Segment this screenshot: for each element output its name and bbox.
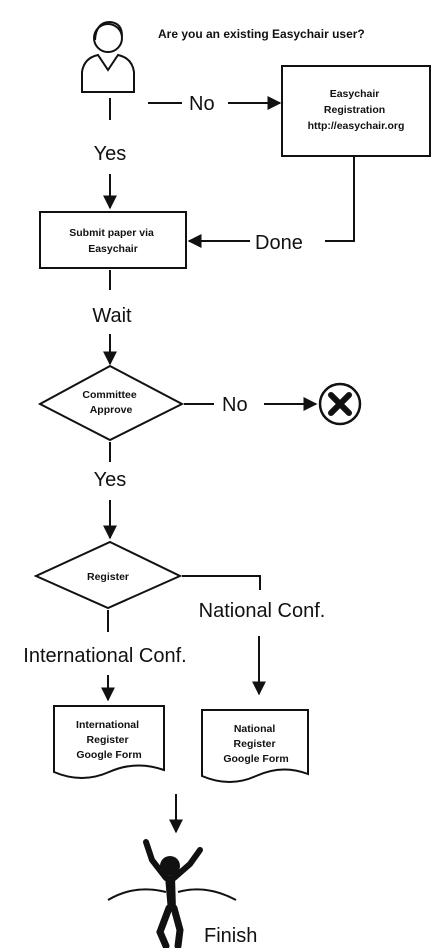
national-form-label: National Register Google Form <box>223 723 288 765</box>
reject-x-icon <box>318 382 362 426</box>
committee-line-1: Committee <box>82 389 136 401</box>
edge-label-international: International Conf. <box>23 645 186 667</box>
international-form-label: International Register Google Form <box>76 719 142 761</box>
edge-label-wait: Wait <box>92 305 132 327</box>
register-diamond <box>33 540 183 610</box>
edge-label-no: No <box>189 93 215 115</box>
register-label: Register <box>87 571 129 583</box>
user-icon <box>81 20 135 93</box>
international-form-line-1: International <box>76 719 139 731</box>
international-form-line-3: Google Form <box>76 749 141 761</box>
edge-national-line-a <box>182 575 261 590</box>
registration-line-3: http://easychair.org <box>308 120 405 132</box>
runner-finish-icon <box>107 839 237 948</box>
edge-done-line-a <box>325 156 355 242</box>
international-form-doc <box>53 705 165 779</box>
submit-line-2: Easychair <box>88 243 138 255</box>
submit-line-1: Submit paper via <box>69 227 154 239</box>
edge-label-no-2: No <box>222 394 248 416</box>
international-form-line-2: Register <box>87 734 129 746</box>
submit-label: Submit paper via Easychair <box>69 227 157 255</box>
registration-line-1: Easychair <box>330 88 380 100</box>
registration-line-2: Registration <box>324 104 385 116</box>
national-form-doc <box>201 709 309 783</box>
edge-label-done: Done <box>255 232 303 254</box>
edge-label-yes-2: Yes <box>94 469 127 491</box>
national-form-line-1: National <box>234 723 276 735</box>
national-form-line-3: Google Form <box>223 753 288 765</box>
committee-line-2: Approve <box>90 404 133 416</box>
edge-label-national: National Conf. <box>199 600 326 622</box>
national-form-line-2: Register <box>234 738 276 750</box>
registration-box <box>281 65 431 157</box>
finish-label: Finish <box>204 925 257 947</box>
committee-diamond <box>37 364 185 442</box>
edge-label-yes: Yes <box>94 143 127 165</box>
question-text: Are you an existing Easychair user? <box>158 27 365 41</box>
committee-label: Committee Approve <box>82 389 139 416</box>
registration-label: Easychair Registration http://easychair.… <box>308 88 405 132</box>
submit-box <box>39 211 187 269</box>
